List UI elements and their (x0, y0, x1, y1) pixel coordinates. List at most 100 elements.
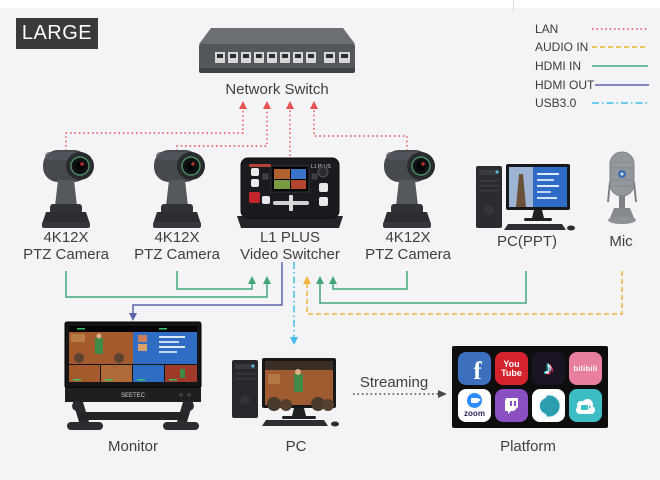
legend-row-usb: USB3.0 (535, 96, 649, 110)
mic-base (610, 208, 634, 218)
legend-line-hdmi-in-sample (592, 65, 648, 67)
hdmi-in-lines (65, 271, 527, 304)
youtube-icon: You Tube (495, 352, 528, 385)
legend-row-hdmi-out: HDMI OUT (535, 78, 649, 92)
switcher-red-button (249, 192, 260, 203)
arrow-right-icon (438, 390, 447, 398)
legend-label-hdmi-in: HDMI IN (535, 59, 581, 73)
monitor-device: SEETEC (64, 321, 202, 430)
tiktok-icon: ♪ (532, 352, 565, 385)
monitor-foot (67, 422, 103, 430)
twitch-glyph (505, 398, 518, 414)
camera-base (42, 212, 90, 224)
meeting-globe-glyph (536, 394, 560, 417)
switcher-knob (317, 166, 329, 178)
legend-line-audio-sample (592, 46, 648, 48)
pc-mouse (331, 421, 339, 427)
switcher-tbar-handle (289, 195, 293, 211)
hdmi-in-line-camera2 (176, 271, 253, 290)
video-switcher-device: L1 PLUS (237, 157, 343, 228)
ptz-camera-1-device (42, 150, 94, 228)
pc-monitor-stand (292, 408, 306, 416)
lan-line-camera3 (313, 109, 408, 151)
switcher-button (319, 197, 328, 206)
legend-label-lan: LAN (535, 22, 559, 36)
pc-ppt-tower (476, 166, 502, 228)
camera-glyph (581, 405, 591, 410)
legend-row-lan: LAN (535, 22, 649, 36)
arrow-up-icon (303, 276, 311, 284)
top-divider-line (513, 0, 514, 13)
twitch-icon (495, 389, 528, 422)
switcher-button (319, 183, 328, 192)
legend-label-hdmi-out: HDMI OUT (535, 78, 595, 92)
monitor-label: Monitor (107, 438, 159, 455)
switcher-label: L1 PLUS Video Switcher (240, 229, 340, 263)
monitor-brand-text: SEETEC (121, 393, 146, 399)
legend-row-hdmi-in: HDMI IN (535, 59, 649, 73)
network-switch-device (199, 28, 355, 73)
pc-ppt-label: PC(PPT) (497, 233, 557, 250)
legend-line-lan-sample (592, 28, 648, 30)
lan-line-camera2 (176, 109, 268, 151)
switcher-brand-strip (249, 164, 271, 167)
pc-ppt-monitor-stand (532, 210, 544, 218)
streaming-label: Streaming (359, 374, 429, 391)
pc-ppt-mouse (567, 225, 575, 231)
platform-box: f You Tube ♪ bilibili zoom (452, 346, 608, 428)
legend-label-usb: USB3.0 (535, 96, 577, 110)
monitor-stand-bar (79, 412, 187, 420)
mic-device (607, 151, 637, 224)
network-switch-label: Network Switch (225, 81, 329, 98)
hdmi-in-line-camera3 (332, 271, 408, 290)
pc-ppt-device (476, 164, 575, 231)
arrow-up-icon (263, 101, 271, 109)
mic-stem (619, 196, 625, 208)
arrow-up-icon (316, 276, 324, 284)
facebook-icon: f (458, 352, 491, 385)
camera-neck (55, 180, 77, 206)
hdmi-in-line-camera1 (65, 271, 268, 298)
camera3-label: 4K12X PTZ Camera (365, 229, 451, 263)
arrow-down-icon (129, 313, 137, 321)
monitor-foot (163, 422, 199, 430)
camera2-label: 4K12X PTZ Camera (134, 229, 220, 263)
pc-device (232, 358, 339, 427)
arrow-up-icon (286, 101, 294, 109)
legend-line-usb-sample (592, 102, 648, 104)
switcher-button (251, 179, 259, 187)
lan-arrowheads (239, 101, 318, 109)
switcher-button (262, 196, 270, 204)
arrow-down-icon (290, 337, 298, 345)
ptz-camera-2-device (153, 150, 205, 228)
cloud-glyph (576, 398, 595, 414)
monitor-bottom-bezel (65, 388, 201, 402)
cloud-live-icon (569, 389, 602, 422)
size-badge-label: LARGE (21, 22, 93, 44)
bilibili-icon: bilibili (569, 352, 602, 385)
meeting-app-icon (532, 389, 565, 422)
pc-label: PC (285, 438, 307, 455)
legend-line-hdmi-out-sample (595, 84, 649, 86)
hdmi-in-line-pc-ppt (319, 271, 527, 304)
hdmi-in-arrowheads (248, 276, 337, 284)
legend-label-audio-in: AUDIO IN (535, 40, 589, 54)
top-strip (0, 0, 660, 8)
lan-lines (65, 109, 408, 156)
size-badge: LARGE (16, 18, 98, 49)
switch-top-face (199, 28, 355, 44)
zoom-icon: zoom (458, 389, 491, 422)
arrow-up-icon (310, 101, 318, 109)
legend-row-audio-in: AUDIO IN (535, 40, 649, 54)
hdmi-out-line-monitor (132, 262, 283, 313)
switcher-button (251, 168, 259, 176)
arrow-up-icon (248, 276, 256, 284)
mic-label: Mic (609, 233, 633, 250)
monitor-multiview-screen (69, 332, 197, 382)
lan-line-camera1 (65, 109, 244, 151)
audio-in-line-mic (306, 271, 623, 315)
pc-ppt-keyboard (504, 224, 566, 230)
zoom-camera-glyph (467, 393, 482, 408)
platform-label: Platform (500, 438, 556, 455)
